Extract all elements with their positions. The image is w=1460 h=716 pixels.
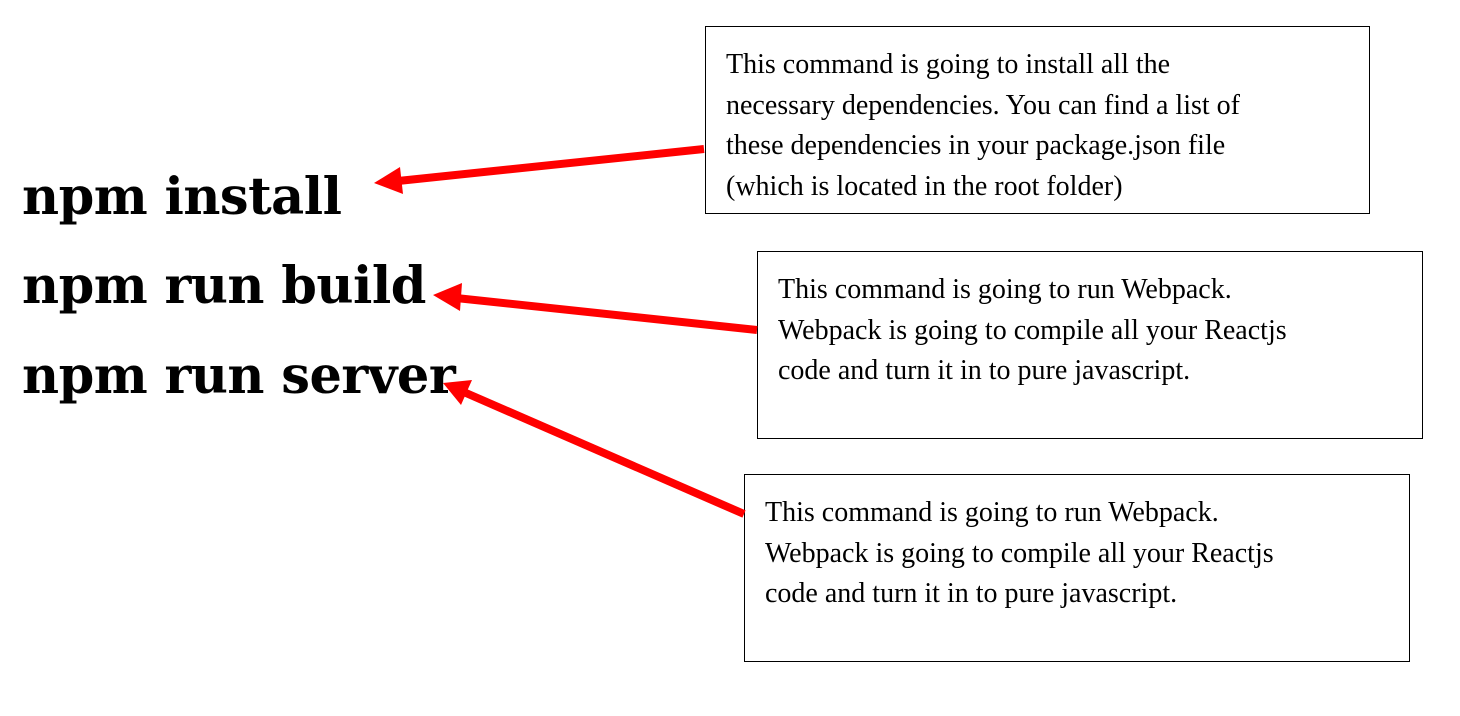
note-build-description: This command is going to run Webpack. We… [757, 251, 1423, 439]
note-install-line-2: necessary dependencies. You can find a l… [726, 89, 1240, 121]
note-server-line-1: This command is going to run Webpack. [765, 497, 1219, 528]
command-npm-run-build: npm run build [22, 256, 426, 316]
note-build-line-1: This command is going to run Webpack. [778, 274, 1232, 305]
note-install-description: This command is going to install all the… [705, 26, 1370, 214]
note-server-line-2: Webpack is going to compile all your Rea… [765, 537, 1274, 569]
arrow-install [374, 145, 705, 194]
note-server-line-3: code and turn it in to pure javascript. [765, 578, 1178, 609]
note-install-line-1: This command is going to install all the [726, 49, 1171, 80]
arrow-server [443, 380, 746, 518]
note-build-line-3: code and turn it in to pure javascript. [778, 355, 1191, 386]
arrow-server-shaft [464, 389, 746, 518]
note-build-line-2: Webpack is going to compile all your Rea… [778, 314, 1287, 346]
arrow-install-head [374, 167, 403, 194]
arrow-build-head [433, 283, 462, 311]
note-install-line-4: (which is located in the root folder) [726, 170, 1123, 202]
arrow-install-shaft [397, 145, 705, 185]
note-server-description: This command is going to run Webpack. We… [744, 474, 1410, 662]
note-install-line-3: these dependencies in your package.json … [726, 130, 1226, 161]
command-npm-install: npm install [22, 167, 342, 227]
arrow-build-shaft [455, 294, 758, 334]
arrow-build [433, 283, 758, 334]
command-npm-run-server: npm run server [22, 346, 456, 406]
